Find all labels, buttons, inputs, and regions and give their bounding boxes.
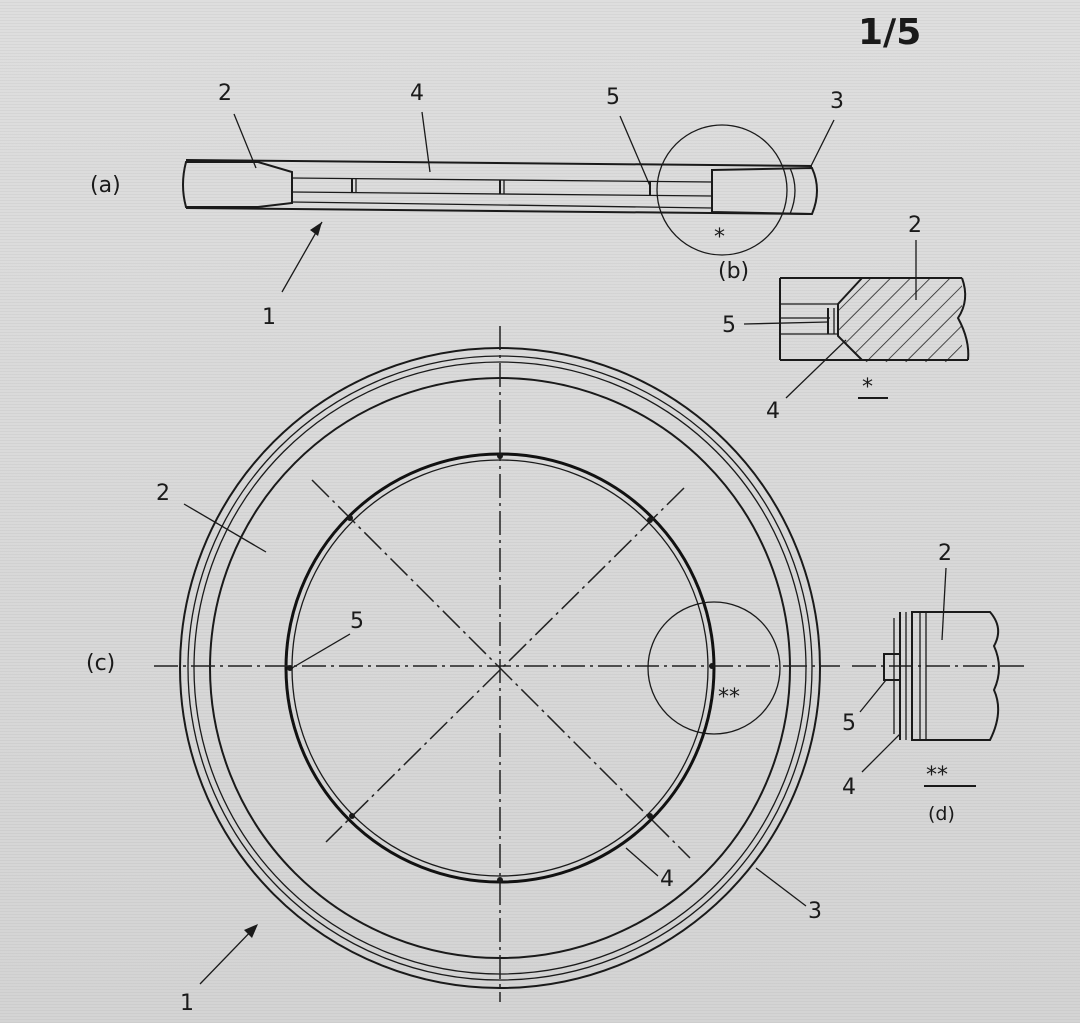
membrane-top-line [185, 159, 813, 167]
leader-2-d [941, 567, 947, 641]
ref-5-label-a: 5 [606, 85, 620, 110]
leader-5-d [859, 679, 887, 713]
view-d-label: (d) [928, 803, 955, 825]
notch-right [709, 663, 715, 669]
ref-2-label-a: 2 [218, 81, 232, 106]
arrowhead-1-a [310, 222, 322, 236]
centerline-diagonal-1 [311, 479, 691, 859]
ref-2-label-d: 2 [938, 541, 952, 566]
membrane-inner-bottom [291, 201, 713, 209]
view-b-label: (b) [718, 259, 749, 284]
notch-ur [647, 517, 653, 523]
detail-d-body [911, 611, 1000, 741]
ref-2-label-c: 2 [156, 481, 170, 506]
membrane-bottom-line [185, 207, 813, 215]
detail-circle-d [647, 601, 781, 735]
detail-d-tab [883, 653, 901, 681]
leader-5-b [743, 321, 829, 325]
left-ring-section [182, 161, 293, 208]
membrane-mid-line-2 [291, 191, 713, 197]
detail-b-hatched [838, 278, 962, 362]
page-number: 1/5 [858, 12, 921, 53]
notch-bottom [497, 877, 503, 883]
detail-circle-b [656, 124, 788, 256]
rim-line [789, 167, 796, 215]
ref-4-label-a: 4 [410, 81, 424, 106]
view-c-label: (c) [86, 651, 115, 676]
leader-2-a [233, 113, 257, 169]
ref-2-label-b: 2 [908, 213, 922, 238]
notch-ul [347, 515, 353, 521]
notch-left [287, 665, 293, 671]
membrane-mid-line-1 [291, 177, 713, 183]
ref-4-label-c: 4 [660, 867, 674, 892]
ref-1-label-a: 1 [262, 305, 276, 330]
detail-b-break [956, 277, 970, 361]
leader-4-d [861, 733, 901, 773]
notch-lr [647, 813, 653, 819]
leader-2-c [183, 503, 267, 553]
leader-4-b [785, 339, 847, 399]
view-a-label: (a) [90, 173, 121, 198]
ref-5-label-c: 5 [350, 609, 364, 634]
detail-b-profile [837, 277, 863, 361]
ref-5-label-d: 5 [842, 711, 856, 736]
notch-top [497, 453, 503, 459]
detail-b-marker: * [862, 375, 873, 400]
detail-marker-single: * [714, 225, 725, 250]
detail-d-marker: ** [926, 763, 948, 788]
centerline-diagonal-2 [325, 487, 685, 843]
notch-ll [349, 813, 355, 819]
view-d-detail: 2 5 4 ** (d) [842, 541, 1028, 825]
ref-5-label-b: 5 [722, 313, 736, 338]
right-ring-section [711, 166, 818, 216]
view-b-detail: (b) 2 5 4 * [718, 213, 970, 424]
ref-3-label-a: 3 [830, 89, 844, 114]
ref-4-label-b: 4 [766, 399, 780, 424]
view-a-section: (a) * 2 4 5 3 1 [90, 81, 844, 330]
leader-4-c [625, 847, 659, 877]
ref-1-label-c: 1 [180, 991, 194, 1016]
leader-4-a [421, 111, 431, 173]
leader-5-c [291, 633, 351, 669]
view-c-plan: (c) ** 2 5 4 3 1 [86, 326, 840, 1016]
leader-5-a [619, 115, 651, 187]
ref-3-label-c: 3 [808, 899, 822, 924]
arrowhead-1-c [244, 924, 258, 938]
arrow-1-c [199, 925, 257, 985]
leader-3-c [755, 867, 807, 907]
detail-marker-double: ** [718, 685, 740, 710]
ref-4-label-d: 4 [842, 775, 856, 800]
leader-3-a [809, 119, 835, 169]
